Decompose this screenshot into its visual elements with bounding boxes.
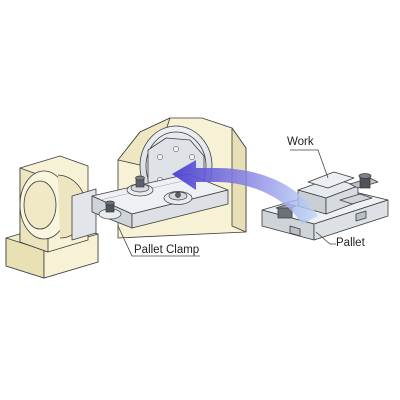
curved-arrow-icon (172, 160, 318, 224)
clamp-left (126, 175, 154, 197)
left-support (5, 155, 99, 279)
pallet-clamps (98, 175, 193, 220)
pallet-label: Pallet (336, 237, 365, 249)
work-label: Work (287, 136, 314, 148)
pallet-assembly (261, 171, 389, 241)
leader-work (290, 149, 329, 179)
leader-lines (117, 149, 336, 257)
leader-pallet-clamp (117, 225, 200, 257)
leader-pallet (315, 231, 336, 245)
pallet-clamp-label: Pallet Clamp (134, 244, 200, 256)
clamp-right (163, 191, 193, 205)
clamp-front (98, 200, 122, 220)
